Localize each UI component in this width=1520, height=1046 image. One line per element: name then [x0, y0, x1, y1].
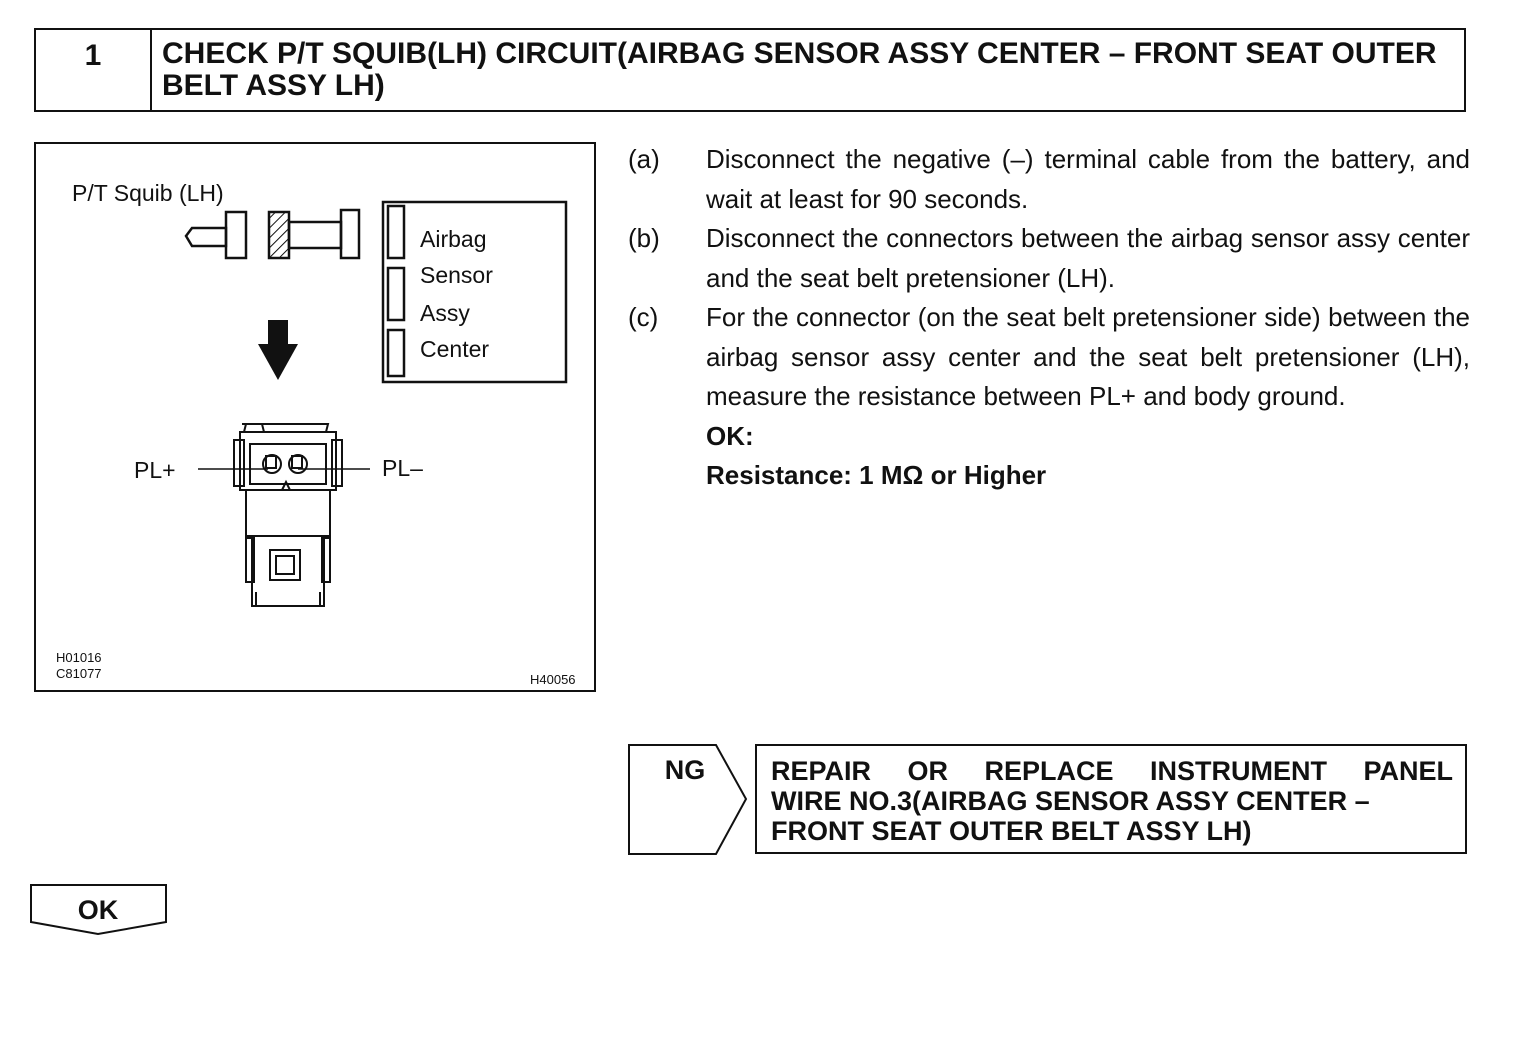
ng-label: NG — [664, 755, 706, 785]
ng-result-line-3: FRONT SEAT OUTER BELT ASSY LH) — [771, 816, 1252, 846]
instruction-text: Disconnect the negative (–) terminal cab… — [706, 144, 1470, 214]
ok-label: OK — [77, 895, 119, 925]
terminal-minus-label: PL– — [382, 455, 423, 481]
instruction-marker: (c) — [628, 302, 659, 332]
ng-result-line-2: WIRE NO.3(AIRBAG SENSOR ASSY CENTER – — [771, 786, 1370, 816]
step-title: CHECK P/T SQUIB(LH) CIRCUIT(AIRBAG SENSO… — [162, 37, 1437, 102]
instruction-marker: (b) — [628, 223, 660, 253]
ng-arrow-shape — [628, 744, 748, 855]
terminal-plus-label: PL+ — [134, 457, 176, 483]
ng-result-box: REPAIR OR REPLACE INSTRUMENT PANEL WIRE … — [755, 744, 1467, 854]
down-arrow-icon — [258, 320, 298, 380]
ng-result-line-1: REPAIR OR REPLACE INSTRUMENT PANEL — [771, 756, 1453, 786]
squib-connector-icon — [184, 210, 248, 260]
sensor-label-line-2: Sensor — [420, 262, 493, 288]
instruction-c: (c) For the connector (on the seat belt … — [628, 298, 1470, 417]
airbag-sensor-box — [381, 200, 568, 384]
ng-branch-tag: NG — [628, 744, 748, 856]
figure-code-2: C81077 — [56, 666, 102, 681]
instruction-text: For the connector (on the seat belt pret… — [706, 302, 1470, 411]
sensor-label-line-1: Airbag — [420, 226, 487, 252]
connector-front-view-icon — [233, 423, 343, 607]
instruction-a: (a) Disconnect the negative (–) terminal… — [628, 140, 1470, 219]
sensor-label-line-3: Assy — [420, 300, 470, 326]
step-number: 1 — [36, 30, 152, 110]
sensor-label-line-4: Center — [420, 336, 490, 362]
connector-diagram — [184, 200, 568, 607]
squib-label: P/T Squib (LH) — [72, 180, 224, 206]
instruction-marker: (a) — [628, 144, 660, 174]
ok-branch-tag: OK — [30, 884, 168, 936]
step-header: 1 CHECK P/T SQUIB(LH) CIRCUIT(AIRBAG SEN… — [34, 28, 1466, 112]
figure-code-1: H01016 — [56, 650, 102, 665]
ok-arrow-shape — [30, 884, 167, 936]
figure-panel: P/T Squib (LH) Airbag Sensor Assy Center… — [34, 142, 596, 692]
instruction-list: (a) Disconnect the negative (–) terminal… — [628, 140, 1470, 496]
instruction-b: (b) Disconnect the connectors between th… — [628, 219, 1470, 298]
instruction-text: Disconnect the connectors between the ai… — [706, 223, 1470, 293]
spec-label: OK: — [706, 420, 754, 451]
mating-connector-icon — [267, 208, 361, 260]
spec-value: Resistance: 1 MΩ or Higher — [706, 460, 1047, 490]
figure-code-3: H40056 — [530, 672, 576, 687]
